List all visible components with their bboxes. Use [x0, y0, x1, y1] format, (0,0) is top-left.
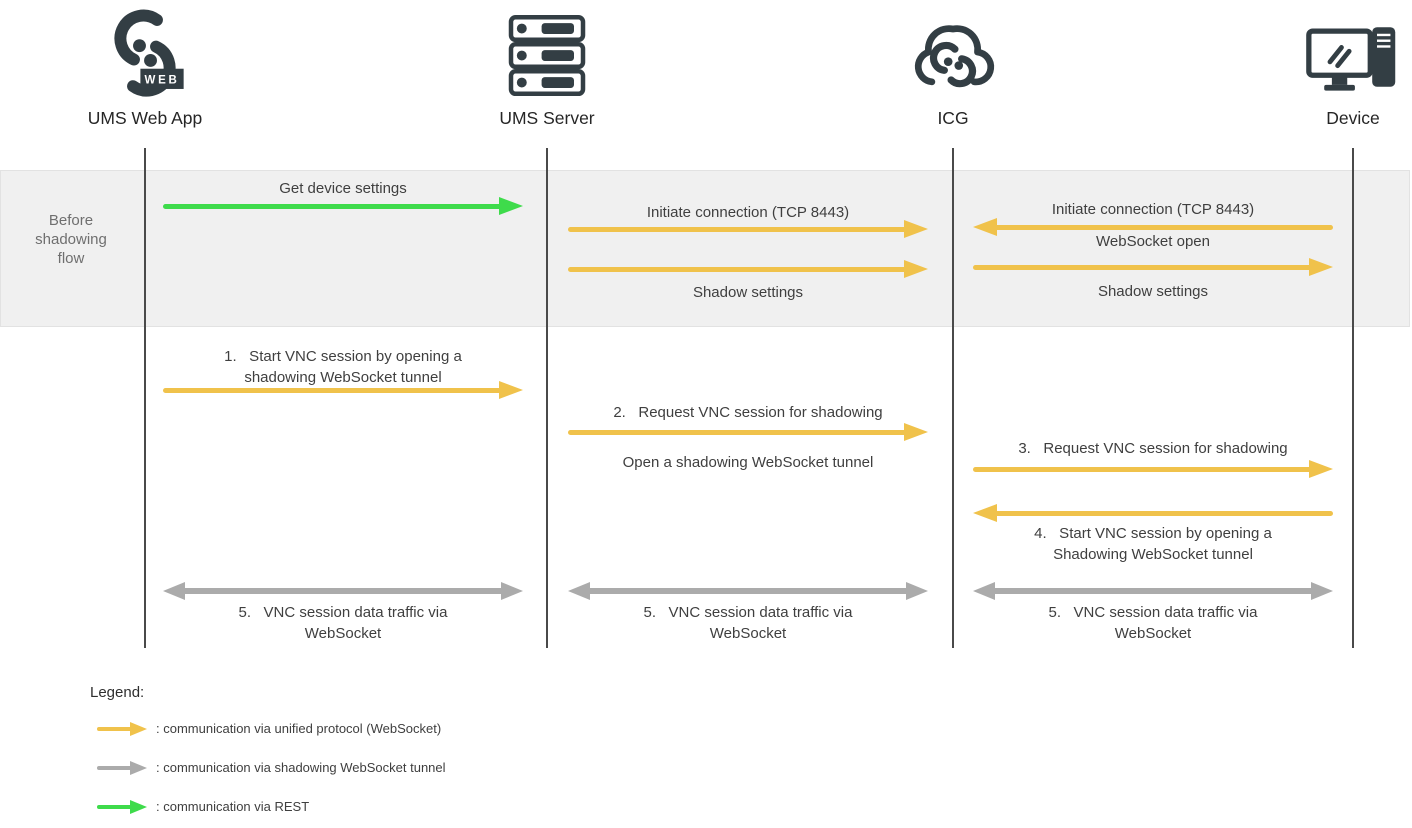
message-label-initiate-connection-server-icg: Initiate connection (TCP 8443): [646, 204, 850, 221]
lifeline-ums-server: [546, 148, 548, 648]
message-label-shadow-settings-server-icg: Shadow settings: [692, 284, 804, 301]
legend-item-rest: : communication via REST: [156, 799, 310, 814]
shadow-tunnel-arrow-both-icon: [163, 581, 523, 601]
message-label-step2-request-vnc: 2. Request VNC session for shadowing: [613, 404, 883, 421]
actor-label-device: Device: [1326, 108, 1380, 128]
cloud-link-icon: [843, 0, 1063, 100]
message-label-step5-vnc-traffic-seg2: 5. VNC session data traffic via WebSocke…: [643, 604, 853, 642]
message-label-get-device-settings: Get device settings: [279, 180, 407, 197]
message-label-step4-start-vnc: 4. Start VNC session by opening a Shadow…: [1034, 525, 1272, 563]
device-monitor-icon: [1243, 0, 1412, 100]
lifeline-icg: [952, 148, 954, 648]
message-sublabel-open-shadowing-tunnel: Open a shadowing WebSocket tunnel: [622, 454, 874, 471]
unified-arrow-right-icon: [568, 219, 928, 239]
message-label-shadow-settings-icg-device: Shadow settings: [1097, 283, 1209, 300]
actor-label-icg: ICG: [937, 108, 969, 128]
legend-title: Legend:: [90, 684, 145, 701]
message-label-step5-vnc-traffic-seg1: 5. VNC session data traffic via WebSocke…: [238, 604, 448, 642]
legend-shadow-tunnel-arrow-icon: [97, 760, 147, 776]
actor-ums-web-app: WEB UMS Web App: [35, 0, 255, 132]
legend-item-unified-protocol: : communication via unified protocol (We…: [156, 721, 442, 736]
web-badge-label: WEB: [144, 74, 179, 86]
message-label-step1-start-vnc: 1. Start VNC session by opening a shadow…: [224, 348, 462, 386]
phase-band-label: Before shadowing flow: [35, 212, 107, 267]
shadow-tunnel-arrow-both-icon: [973, 581, 1333, 601]
message-label-step3-request-vnc: 3. Request VNC session for shadowing: [1018, 440, 1288, 457]
actor-device: Device: [1243, 0, 1412, 132]
server-stack-icon: [437, 0, 657, 100]
unified-arrow-right-icon: [568, 259, 928, 279]
actor-label-ums-server: UMS Server: [499, 108, 595, 128]
actor-ums-server: UMS Server: [437, 0, 657, 132]
ums-web-app-logo-icon: WEB: [35, 0, 255, 100]
unified-arrow-left-icon: [973, 503, 1333, 523]
message-label-initiate-connection-device-icg: Initiate connection (TCP 8443): [1051, 201, 1255, 218]
unified-arrow-right-icon: [568, 422, 928, 442]
actor-label-ums-web-app: UMS Web App: [87, 108, 203, 128]
before-shadowing-phase-band: [0, 170, 1410, 327]
legend-unified-arrow-icon: [97, 721, 147, 737]
actor-icg: ICG: [843, 0, 1063, 132]
message-label-step5-vnc-traffic-seg3: 5. VNC session data traffic via WebSocke…: [1048, 604, 1258, 642]
unified-arrow-left-icon: [973, 217, 1333, 237]
message-label-websocket-open: WebSocket open: [1096, 233, 1210, 250]
unified-arrow-right-icon: [973, 257, 1333, 277]
legend-rest-arrow-icon: [97, 799, 147, 815]
shadow-tunnel-arrow-both-icon: [568, 581, 928, 601]
rest-arrow-right-icon: [163, 196, 523, 216]
unified-arrow-right-icon: [163, 380, 523, 400]
unified-arrow-right-icon: [973, 459, 1333, 479]
legend-item-shadow-tunnel: : communication via shadowing WebSocket …: [156, 760, 446, 775]
lifeline-device: [1352, 148, 1354, 648]
lifeline-ums-web-app: [144, 148, 146, 648]
